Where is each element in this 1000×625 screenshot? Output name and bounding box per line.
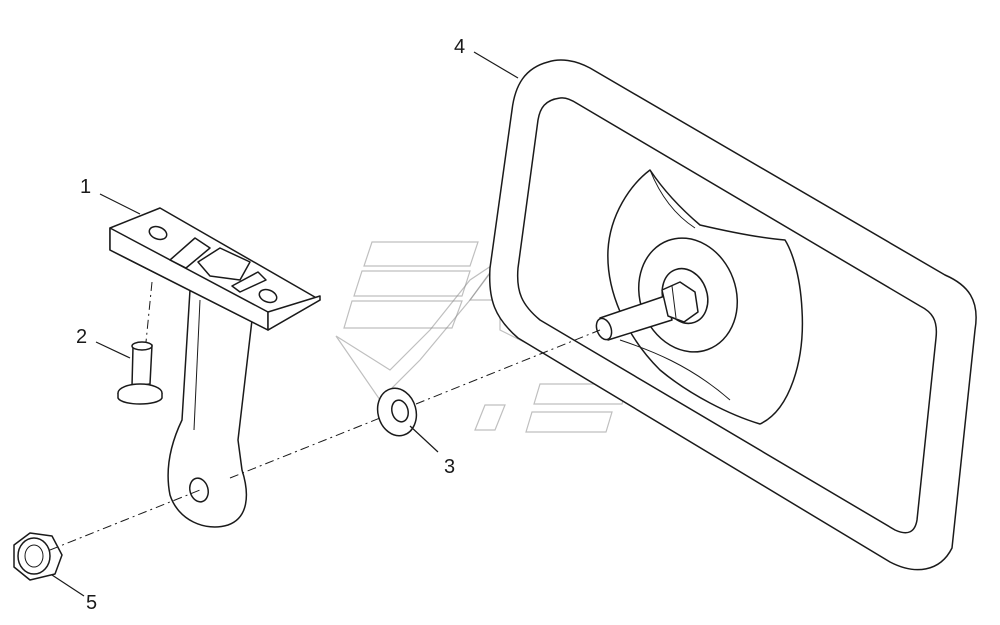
bracket-part-1 xyxy=(109,207,321,528)
leader-lines xyxy=(51,51,519,597)
washer-part-3 xyxy=(376,387,418,437)
mirror-part-4 xyxy=(488,59,977,571)
assembly-centerline xyxy=(49,329,601,551)
callout-3: 3 xyxy=(444,456,455,478)
nut-part-5 xyxy=(13,532,63,581)
rivet-part-2 xyxy=(117,281,163,405)
callout-2: 2 xyxy=(76,326,87,348)
callout-1: 1 xyxy=(80,176,91,198)
callout-4: 4 xyxy=(454,36,465,58)
callout-5: 5 xyxy=(86,592,97,614)
